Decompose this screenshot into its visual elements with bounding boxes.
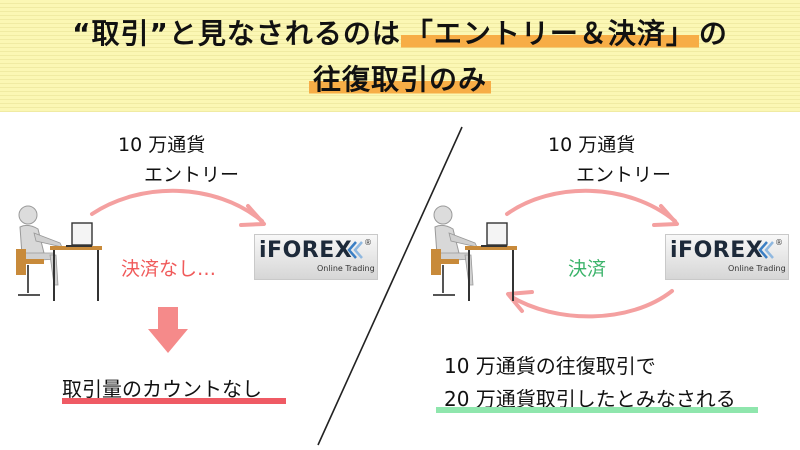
iforex-wordmark: iFOREX	[670, 238, 764, 263]
down-arrow-icon	[148, 307, 188, 353]
right-result-line-1: 10 万通貨の往復取引で	[444, 354, 656, 378]
left-entry-label: エントリー	[144, 164, 240, 186]
person-at-desk-icon	[16, 205, 102, 301]
left-result-label: 取引量のカウントなし	[62, 377, 262, 401]
iforex-tagline: Online Trading	[728, 264, 786, 273]
iforex-tagline: Online Trading	[317, 264, 375, 273]
right-result-underline	[436, 407, 758, 413]
iforex-registered: ®	[364, 238, 372, 247]
iforex-logo-right: iFOREX ® Online Trading	[665, 234, 789, 280]
iforex-registered: ®	[775, 238, 783, 247]
iforex-wordmark: iFOREX	[259, 238, 353, 263]
title-line-1: “取引”と見なされるのは「エントリー＆決済」の	[0, 12, 800, 52]
title-tail: の	[698, 17, 728, 50]
title-highlight-entry-settlement: 「エントリー＆決済」	[400, 17, 699, 50]
title-plain: “取引”と見なされるのは	[72, 17, 401, 50]
title-highlight-round-trip: 往復取引のみ	[308, 63, 491, 96]
left-result-underline	[62, 398, 286, 404]
title-banner: “取引”と見なされるのは「エントリー＆決済」の 往復取引のみ	[0, 0, 800, 112]
chevron-logo-icon	[347, 241, 363, 259]
iforex-logo-left: iFOREX ® Online Trading	[254, 234, 378, 280]
right-amount-label: 10 万通貨	[548, 134, 636, 156]
title-line-2: 往復取引のみ	[0, 58, 800, 98]
right-entry-label: エントリー	[576, 164, 672, 186]
right-settlement-label: 決済	[568, 258, 607, 280]
left-no-settlement-label: 決済なし…	[121, 258, 217, 280]
left-amount-label: 10 万通貨	[118, 134, 206, 156]
person-at-desk-icon	[431, 205, 517, 301]
chevron-logo-icon	[758, 241, 774, 259]
